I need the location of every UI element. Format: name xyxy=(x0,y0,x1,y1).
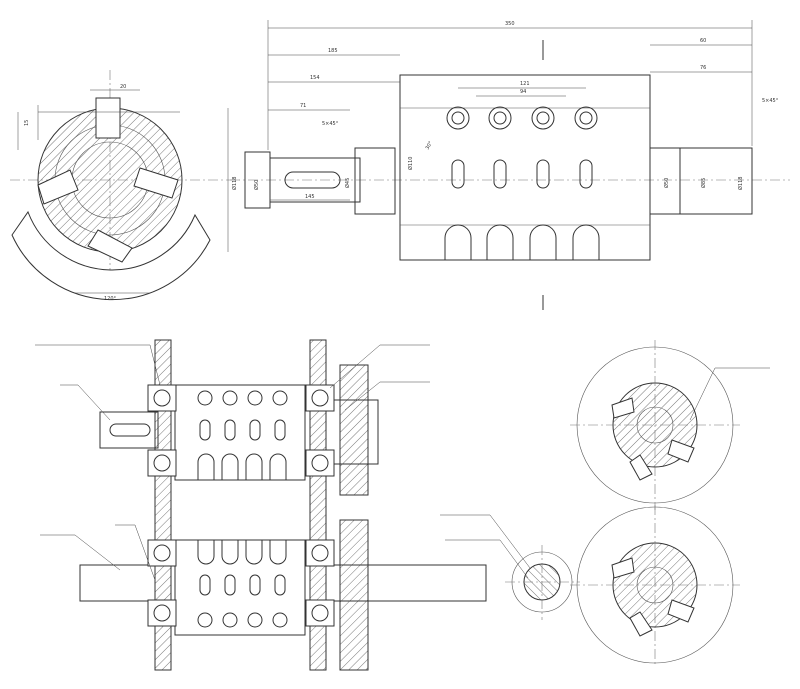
diameter-label-2: Ø45 xyxy=(344,178,351,188)
upper-bearings xyxy=(147,384,335,477)
shaft-elevation-view: 350 185 154 121 94 60 71 76 145 5×45° 5×… xyxy=(230,20,790,310)
assembly-view xyxy=(35,339,487,671)
diameter-label-3: Ø50 xyxy=(663,178,670,188)
length-dim-60: 60 xyxy=(700,38,706,44)
length-dim-76: 76 xyxy=(700,65,706,71)
upper-rotor-holes xyxy=(197,390,288,480)
overall-length-dim: 350 xyxy=(505,21,515,27)
section-diameter-label: Ø118 xyxy=(231,177,238,190)
length-dim-154: 154 xyxy=(310,75,320,81)
diameter-label-6: Ø118 xyxy=(737,177,744,190)
length-dim-71: 71 xyxy=(300,103,306,109)
rotor-section-upper xyxy=(570,340,770,510)
diameter-label-4: Ø85 xyxy=(700,178,707,188)
length-dim-185: 185 xyxy=(328,48,338,54)
angle-label: 30° xyxy=(425,140,435,151)
rotor-sections xyxy=(570,340,770,665)
rotor-section-lower xyxy=(570,505,740,665)
shaft-section-view xyxy=(440,514,580,620)
length-dim-94: 94 xyxy=(520,89,526,95)
length-dim-121: 121 xyxy=(520,81,530,87)
chamfer-label: 5×45° xyxy=(322,121,339,127)
lower-rotor-holes xyxy=(197,540,288,628)
cross-section-view: 20 15 Ø118 120° xyxy=(10,70,240,302)
knife-slots-middle xyxy=(451,159,593,189)
bolt-holes-top xyxy=(446,106,598,130)
section-slot-dim: 15 xyxy=(24,120,30,126)
diameter-label-1: Ø50 xyxy=(253,180,260,190)
diameter-label-5: Ø110 xyxy=(407,157,414,170)
knife-pockets-bottom xyxy=(444,224,600,260)
section-angle-label: 120° xyxy=(104,296,117,302)
lower-bearings xyxy=(147,539,335,627)
chamfer-label-right: 5×45° xyxy=(762,98,779,104)
section-width-dim: 20 xyxy=(120,84,126,90)
length-dim-145: 145 xyxy=(305,194,315,200)
